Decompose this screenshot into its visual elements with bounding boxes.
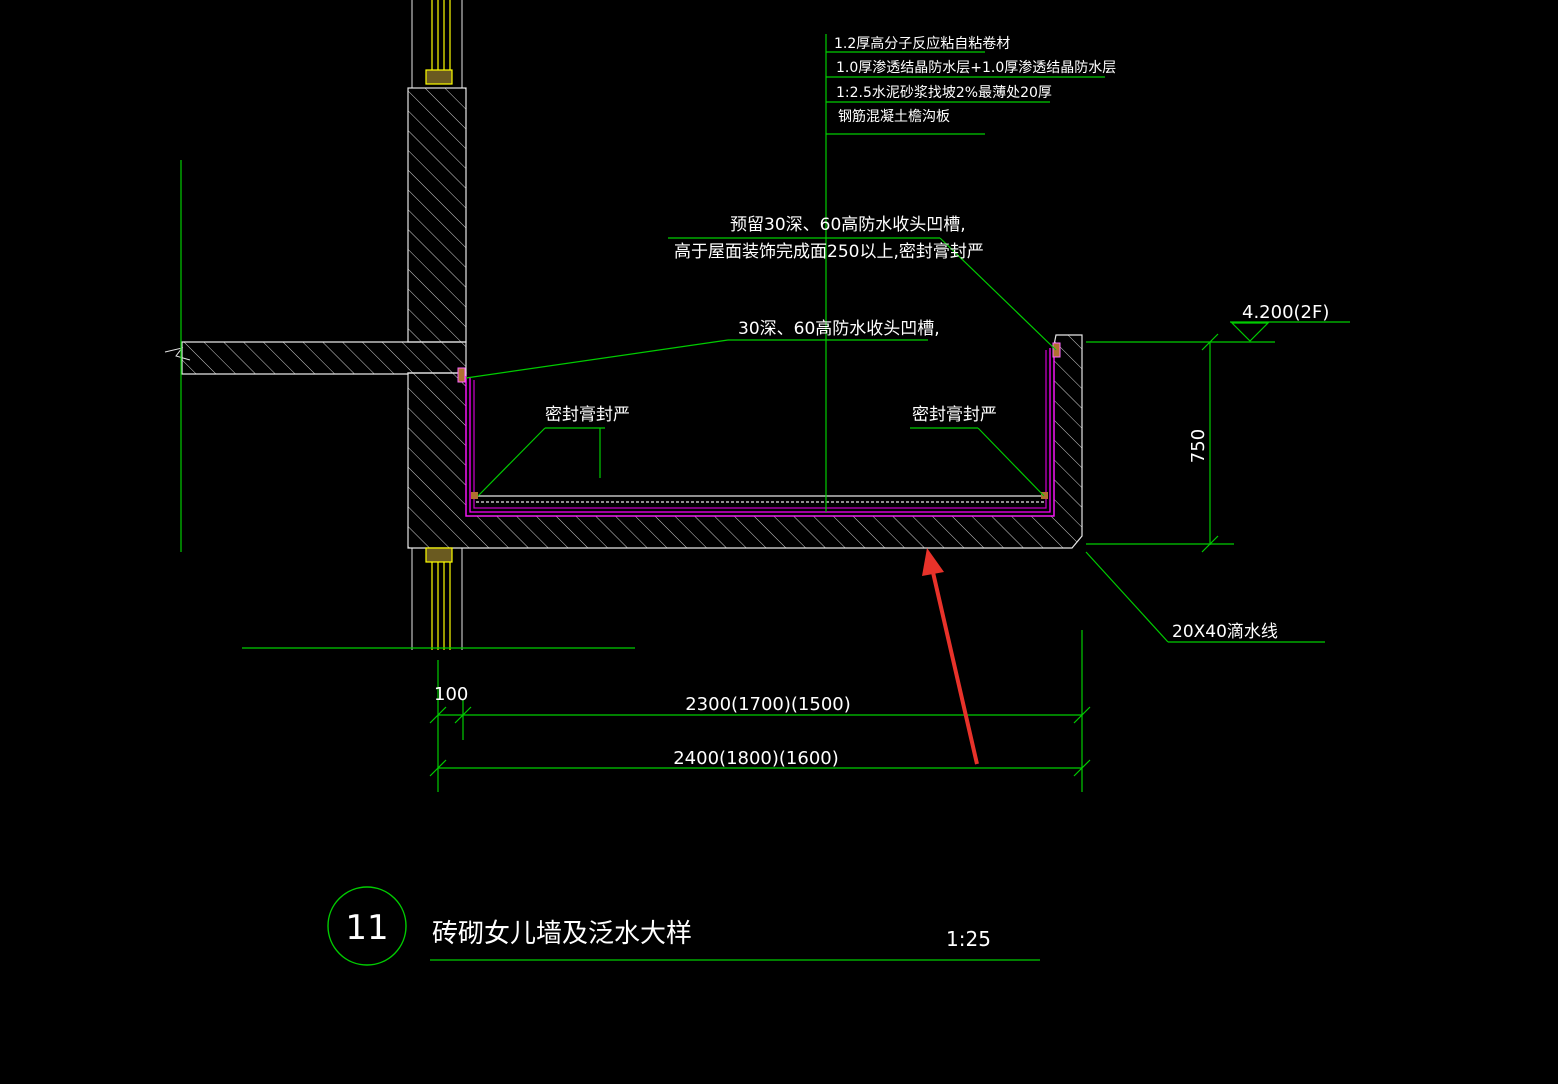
groove-note: 30深、60高防水收头凹槽,	[738, 319, 940, 339]
layer-labels: 1.2厚高分子反应粘自粘卷材 1.0厚渗透结晶防水层+1.0厚渗透结晶防水层 1…	[834, 35, 1116, 125]
groove-reserve-note-2: 高于屋面装饰完成面250以上,密封膏封严	[674, 241, 984, 262]
detail-number-circle	[327, 886, 407, 966]
seal-note-left: 密封膏封严	[545, 404, 630, 425]
layer-label-2: 1.0厚渗透结晶防水层+1.0厚渗透结晶防水层	[836, 60, 1116, 76]
sealant-left-top	[457, 367, 466, 383]
waterproof-membrane	[465, 345, 1055, 517]
concrete-structure	[164, 87, 1083, 549]
detail-title: 砖砌女儿墙及泛水大样	[432, 919, 692, 949]
offset-dimension: 100	[434, 684, 468, 705]
height-dimension: 750	[1188, 429, 1209, 463]
outer-width-dimension: 2400(1800)(1600)	[673, 748, 839, 769]
detail-number: 11	[345, 908, 388, 948]
inner-width-dimension: 2300(1700)(1500)	[685, 694, 851, 715]
window-frames	[425, 0, 453, 650]
wall-column	[407, 87, 467, 343]
sealant-left-bottom	[471, 492, 478, 499]
break-mark	[164, 347, 191, 361]
detail-scale: 1:25	[946, 927, 991, 951]
layer-label-4: 钢筋混凝土檐沟板	[838, 108, 950, 125]
sealant-right-bottom	[1041, 492, 1048, 499]
groove-reserve-note-1: 预留30深、60高防水收头凹槽,	[730, 215, 966, 235]
elevation-label: 4.200(2F)	[1242, 302, 1329, 323]
drip-line-note: 20X40滴水线	[1172, 622, 1278, 642]
red-arrow	[922, 548, 979, 765]
floor-slab	[181, 341, 467, 375]
layer-label-3: 1:2.5水泥砂浆找坡2%最薄处20厚	[836, 85, 1052, 101]
leader-lines	[180, 34, 1350, 961]
sealant-right-top	[1052, 342, 1061, 358]
layer-label-1: 1.2厚高分子反应粘自粘卷材	[834, 35, 1010, 52]
seal-note-right: 密封膏封严	[912, 404, 997, 425]
